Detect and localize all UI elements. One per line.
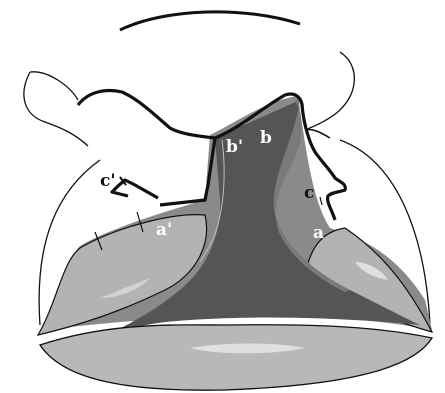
left-incision-line bbox=[78, 91, 215, 198]
label-b-prime: b' bbox=[226, 137, 243, 157]
lower-lip bbox=[40, 325, 432, 390]
face-outline-upper bbox=[24, 52, 354, 146]
label-b: b bbox=[260, 128, 272, 148]
top-arc bbox=[120, 12, 300, 30]
label-a-prime: a' bbox=[156, 220, 172, 240]
label-c-prime: c' bbox=[100, 171, 116, 191]
left-incision-line-2 bbox=[160, 138, 215, 205]
label-c: c bbox=[304, 183, 314, 203]
label-a: a bbox=[313, 223, 324, 243]
